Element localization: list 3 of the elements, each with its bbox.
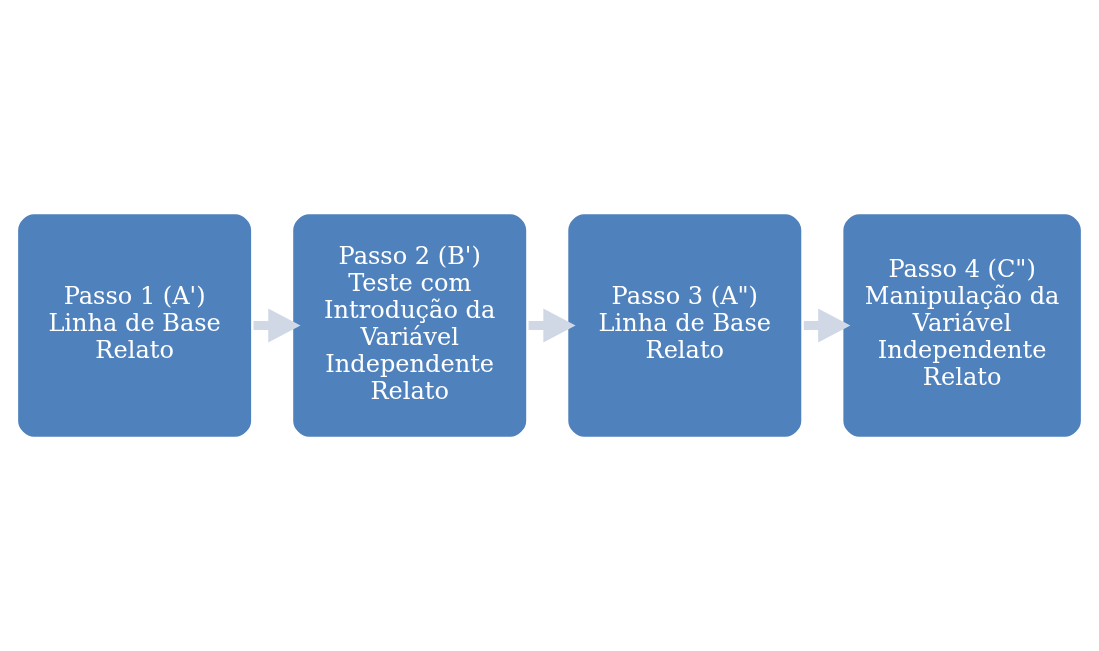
arrow <box>528 308 576 343</box>
arrow <box>253 308 301 343</box>
arrow <box>803 308 851 343</box>
